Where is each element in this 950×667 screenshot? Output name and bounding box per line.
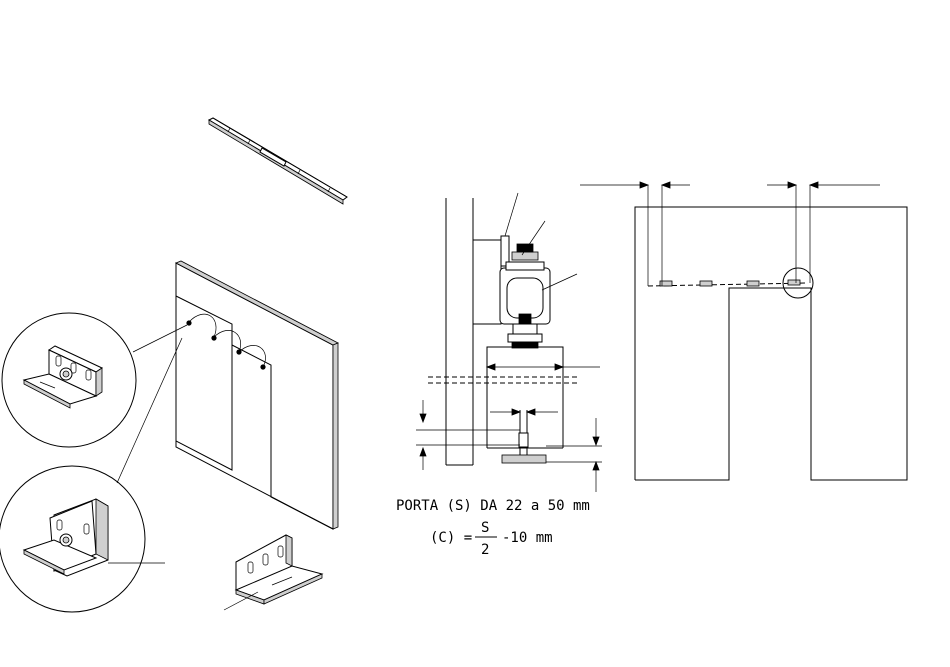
- door-thickness-note: PORTA (S) DA 22 a 50 mm (C) = S 2 -10 mm: [396, 498, 590, 558]
- formula-numerator: S: [481, 520, 489, 536]
- formula-denominator: 2: [481, 542, 489, 558]
- note-line-1: PORTA (S) DA 22 a 50 mm: [396, 498, 590, 514]
- formula-rhs: -10 mm: [502, 530, 553, 546]
- track-rail-icon: [209, 118, 347, 204]
- section-view: [416, 193, 602, 492]
- door-panels: [117, 261, 338, 529]
- zoom-circle-bracket-block: [0, 466, 165, 612]
- formula-lhs: (C) =: [430, 530, 472, 546]
- zoom-circle-bracket: [2, 313, 136, 447]
- wall-bracket-icon: [224, 535, 322, 610]
- front-elevation: [580, 182, 907, 480]
